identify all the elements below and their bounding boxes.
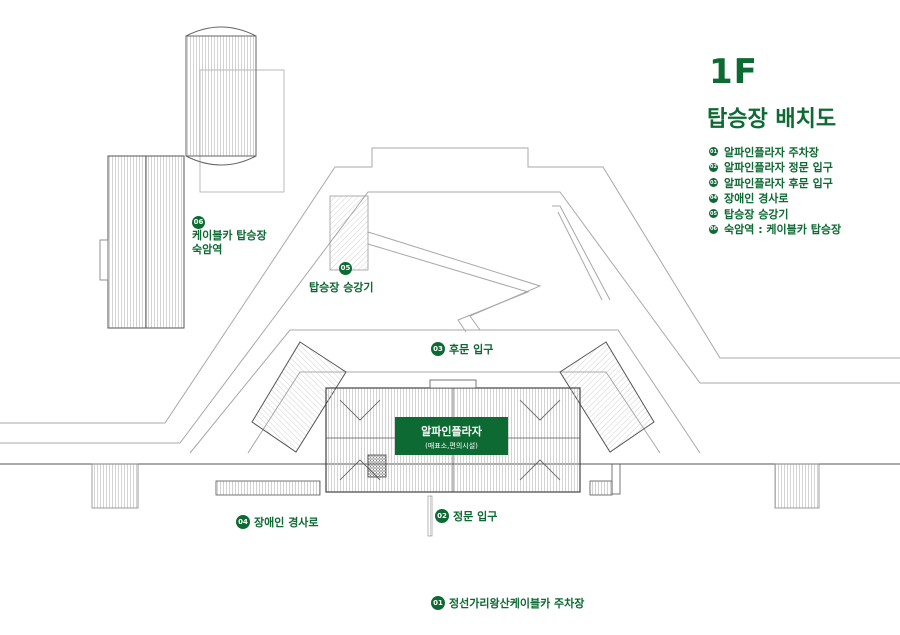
- label-parking: 01 정선가리왕산케이블카 주차장: [431, 595, 584, 611]
- label-number: 06: [192, 215, 205, 229]
- right-stairs: [774, 463, 820, 509]
- legend-text: 탑승장 승강기: [724, 207, 789, 221]
- legend-number: 06: [709, 224, 718, 234]
- entrance-steps: [427, 495, 433, 537]
- label-text: 탑승장 승강기: [309, 281, 374, 294]
- floor-title: 1F: [709, 52, 758, 92]
- legend-number: 03: [709, 178, 718, 188]
- label-number: 04: [236, 515, 250, 529]
- label-back-entrance: 03 후문 입구: [431, 341, 493, 357]
- legend-item-01: 01 알파인플라자 주차장: [709, 144, 841, 160]
- label-number: 02: [435, 509, 449, 523]
- legend-number: 04: [709, 193, 718, 203]
- label-number: 01: [431, 596, 445, 610]
- legend-text: 알파인플라자 후문 입구: [724, 176, 833, 190]
- plaza-sub: (매표소,편의시설): [425, 442, 478, 450]
- label-line2: 숙암역: [192, 242, 223, 256]
- legend: 01 알파인플라자 주차장 02 알파인플라자 정문 입구 03 알파인플라자 후문 …: [709, 144, 841, 237]
- label-elevator-number: 05: [339, 260, 352, 275]
- label-text: 정선가리왕산케이블카 주차장: [449, 597, 585, 610]
- legend-number: 01: [709, 147, 718, 157]
- label-text: 정문 입구: [453, 510, 498, 523]
- plaza-label: 알파인플라자 (매표소,편의시설): [395, 417, 508, 455]
- legend-number: 02: [709, 162, 718, 172]
- label-cablecar-station: 06 케이블카 탑승장 숙암역: [192, 214, 267, 257]
- label-text: 후문 입구: [449, 343, 494, 356]
- label-main-entrance: 02 정문 입구: [435, 508, 497, 524]
- left-stairs: [91, 463, 139, 509]
- legend-item-06: 06 숙암역 : 케이블카 탑승장: [709, 222, 841, 238]
- page-title: 탑승장 배치도: [707, 107, 837, 132]
- legend-item-03: 03 알파인플라자 후문 입구: [709, 175, 841, 191]
- label-number: 03: [431, 342, 445, 356]
- legend-text: 알파인플라자 정문 입구: [724, 161, 833, 175]
- legend-text: 장애인 경사로: [724, 192, 789, 206]
- legend-item-02: 02 알파인플라자 정문 입구: [709, 160, 841, 176]
- legend-text: 숙암역 : 케이블카 탑승장: [724, 223, 842, 237]
- label-elevator: 탑승장 승강기: [309, 279, 374, 295]
- elevator-hatch: [329, 195, 369, 271]
- legend-item-05: 05 탑승장 승강기: [709, 206, 841, 222]
- label-ramp: 04 장애인 경사로: [236, 514, 319, 530]
- label-line1: 케이블카 탑승장: [192, 228, 267, 242]
- legend-text: 알파인플라자 주차장: [724, 145, 819, 159]
- label-number: 05: [339, 261, 352, 275]
- plaza-name: 알파인플라자: [421, 425, 482, 438]
- legend-item-04: 04 장애인 경사로: [709, 191, 841, 207]
- legend-number: 05: [709, 209, 718, 219]
- label-text: 장애인 경사로: [254, 516, 319, 529]
- cablecar-station: [99, 26, 285, 329]
- elevator-ramp: [367, 205, 611, 333]
